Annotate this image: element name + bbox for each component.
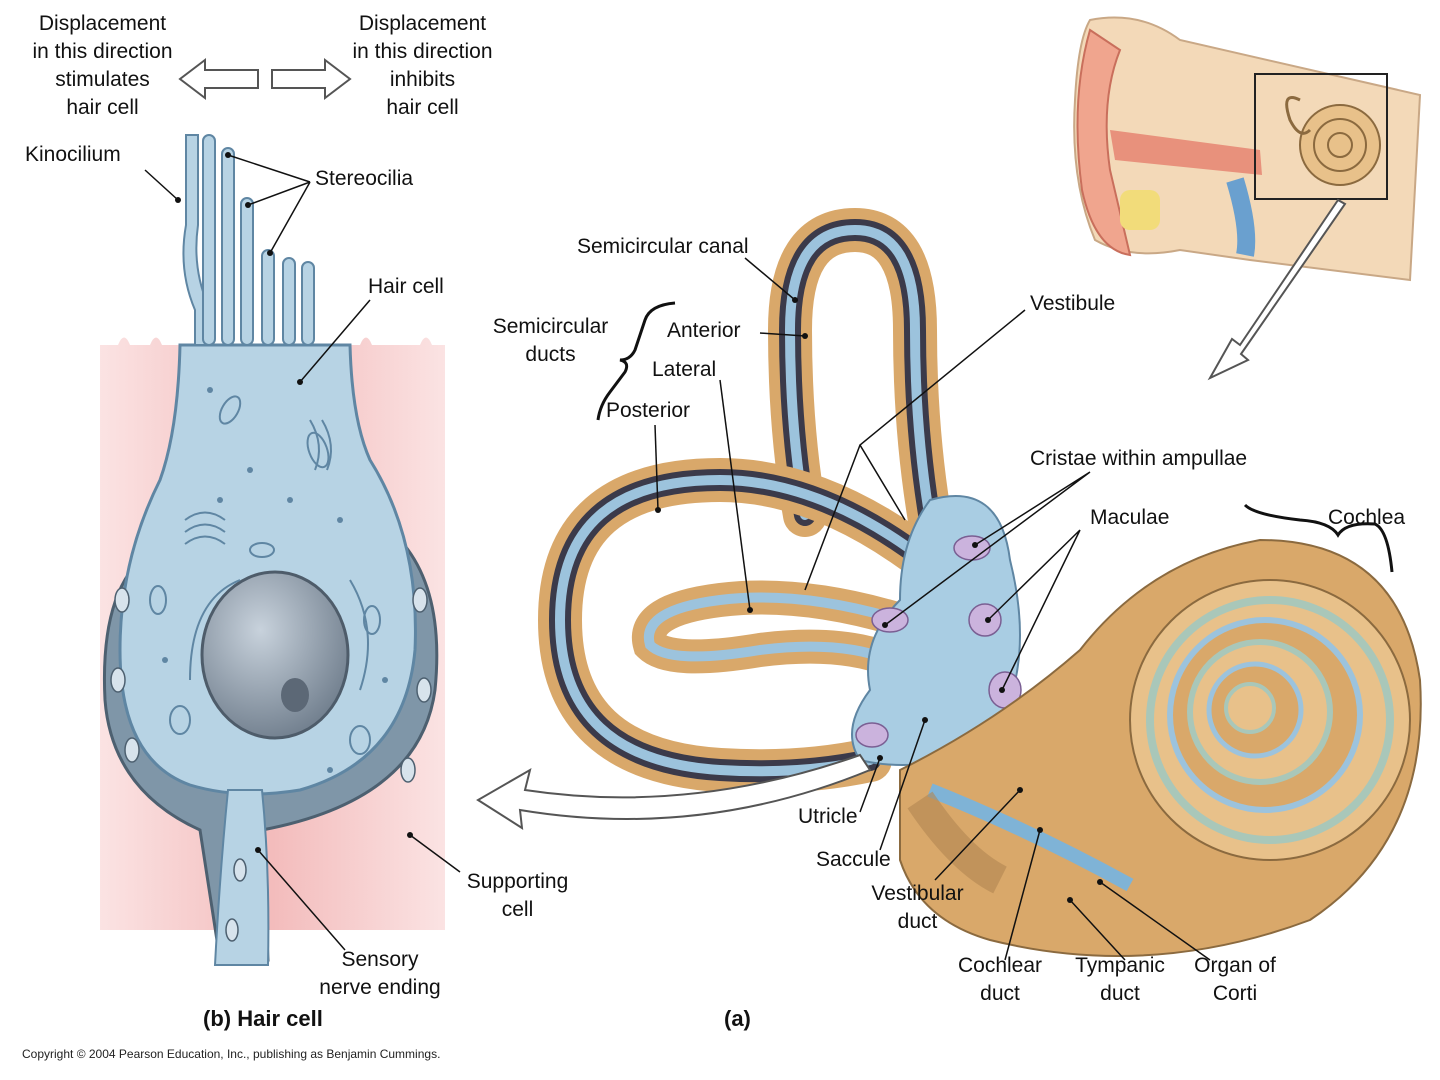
cochlear-line1: Cochlear [957, 954, 1043, 977]
vestibular-line2: duct [897, 910, 938, 933]
disp-right-line1: Displacement [358, 12, 487, 35]
semicircular-ducts-label: Semicircular ducts [478, 313, 623, 369]
hair-cell-figure [100, 57, 461, 966]
displacement-inhibits-label: Displacement in this direction inhibits … [325, 10, 520, 122]
cochlea-label: Cochlea [1328, 506, 1406, 529]
utricle-label: Utricle [798, 805, 858, 828]
corti-line1: Organ of [1194, 954, 1276, 977]
semicircular-canal-label: Semicircular canal [577, 235, 749, 258]
tympanic-duct-label: Tympanic duct [1060, 952, 1180, 1008]
disp-left-line2: in this direction [32, 40, 173, 63]
anterior-label: Anterior [667, 319, 741, 342]
displacement-stimulates-label: Displacement in this direction stimulate… [5, 10, 200, 122]
nucleus [200, 570, 350, 740]
stereocilium-2 [221, 147, 235, 346]
hair-cell-label: Hair cell [368, 275, 444, 298]
supporting-cell-label: Supporting cell [455, 868, 580, 924]
sensory-line2: nerve ending [319, 976, 441, 999]
supporting-cell-line1: Supporting [466, 870, 569, 893]
disp-left-line1: Displacement [38, 12, 167, 35]
cristae-label: Cristae within ampullae [1030, 447, 1248, 470]
sensory-nerve-ending-label: Sensory nerve ending [300, 946, 460, 1002]
tympanic-line1: Tympanic [1075, 954, 1165, 977]
ducts-line1: Semicircular [492, 315, 609, 338]
pointer-arrow [476, 753, 872, 830]
vestibular-duct-label: Vestibular duct [855, 880, 980, 936]
vestibular-line1: Vestibular [871, 882, 964, 905]
disp-left-line4: hair cell [66, 96, 139, 119]
ducts-line2: ducts [525, 343, 576, 366]
inset-box [1254, 73, 1388, 200]
ear-inset [1073, 16, 1422, 381]
crista-3 [855, 722, 889, 748]
vestibule-label: Vestibule [1030, 292, 1116, 315]
saccule-label: Saccule [816, 848, 891, 871]
inner-ear-caption: (a) [724, 1006, 751, 1031]
kinocilium-label: Kinocilium [25, 143, 121, 166]
stereocilium-3 [240, 197, 254, 346]
hair-cell-caption: (b) Hair cell [203, 1006, 323, 1031]
disp-right-line4: hair cell [386, 96, 459, 119]
cochlear-duct-label: Cochlear duct [940, 952, 1060, 1008]
cochlea-bracket [1243, 503, 1394, 573]
inner-ear-figure [476, 207, 1422, 961]
corti-line2: Corti [1212, 982, 1258, 1005]
arrow-right [271, 57, 352, 101]
cochlear-line2: duct [980, 982, 1020, 1005]
ducts-bracket [596, 301, 676, 421]
stereocilium-6 [301, 261, 315, 346]
maculae-label: Maculae [1090, 506, 1170, 529]
arrow-left [178, 57, 259, 101]
lateral-label: Lateral [652, 358, 717, 381]
disp-right-line3: inhibits [389, 68, 456, 91]
sensory-line1: Sensory [341, 948, 419, 971]
tympanic-line2: duct [1100, 982, 1140, 1005]
stereocilium-1 [202, 134, 216, 346]
stereocilia-label: Stereocilia [315, 167, 414, 190]
organ-of-corti-label: Organ of Corti [1180, 952, 1290, 1008]
stereocilium-5 [282, 257, 296, 346]
disp-right-line2: in this direction [352, 40, 493, 63]
posterior-label: Posterior [606, 399, 691, 422]
inset-arrow [1207, 198, 1347, 381]
stereocilium-4 [261, 249, 275, 346]
supporting-cell-line2: cell [501, 898, 534, 921]
cochlea-spiral [899, 538, 1422, 957]
copyright-text: Copyright © 2004 Pearson Education, Inc.… [22, 1047, 441, 1061]
disp-left-line3: stimulates [55, 68, 150, 91]
